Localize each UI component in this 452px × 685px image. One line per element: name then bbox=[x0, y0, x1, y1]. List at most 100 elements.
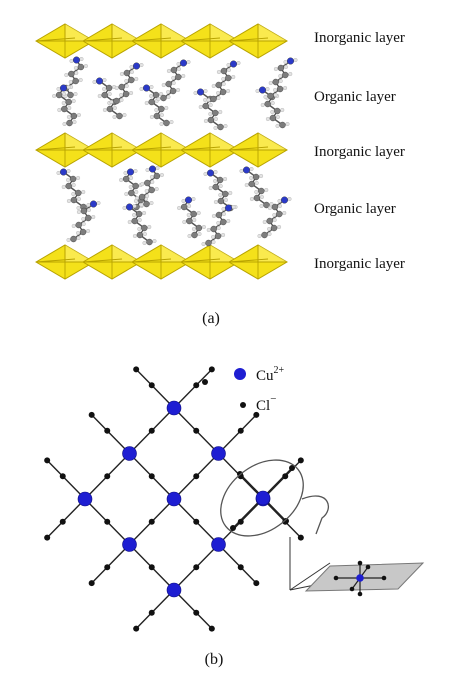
carbon-atom bbox=[253, 194, 261, 202]
hydrogen-atom bbox=[203, 88, 208, 93]
carbon-atom bbox=[77, 63, 85, 71]
cl-symbol: Cl bbox=[256, 398, 270, 414]
hydrogen-atom bbox=[66, 114, 71, 119]
nitrogen-atom bbox=[72, 56, 80, 64]
cu-charge: 2+ bbox=[274, 365, 285, 376]
hydrogen-atom bbox=[122, 112, 127, 117]
hydrogen-atom bbox=[67, 105, 72, 110]
octahedron-icon bbox=[228, 23, 288, 59]
hydrogen-atom bbox=[71, 223, 76, 228]
carbon-atom bbox=[106, 105, 114, 113]
chloride-atom-icon bbox=[193, 427, 200, 434]
chloride-atom-icon bbox=[44, 534, 51, 541]
octahedron-edge bbox=[180, 37, 221, 42]
cucl4-network bbox=[44, 366, 304, 632]
carbon-atom bbox=[113, 97, 120, 105]
nitrogen-atom bbox=[148, 165, 156, 173]
hydrogen-atom bbox=[231, 74, 236, 79]
hydrogen-atom bbox=[267, 205, 272, 210]
hydrogen-atom bbox=[83, 63, 88, 68]
hydrogen-atom bbox=[249, 166, 254, 171]
chloride-atom-icon bbox=[333, 575, 339, 581]
carbon-atom bbox=[190, 210, 197, 218]
carbon-atom bbox=[207, 116, 215, 124]
hydrogen-atom bbox=[76, 230, 81, 235]
carbon-atom bbox=[216, 176, 224, 184]
layer-label-2: Organic layer bbox=[314, 89, 396, 105]
hydrogen-atom bbox=[218, 109, 223, 114]
carbon-atom bbox=[276, 85, 284, 93]
chloride-atom-icon bbox=[193, 518, 200, 525]
hydrogen-atom bbox=[226, 63, 231, 68]
octahedron-edge bbox=[82, 37, 123, 42]
hydrogen-atom bbox=[272, 212, 277, 217]
chloride-atom-icon bbox=[88, 411, 95, 418]
copper-atom-icon bbox=[77, 491, 93, 507]
hydrogen-atom bbox=[69, 59, 74, 64]
carbon-atom bbox=[215, 211, 223, 219]
chloride-atom-icon bbox=[297, 534, 304, 541]
hydrogen-atom bbox=[66, 177, 71, 182]
hydrogen-atom bbox=[91, 214, 96, 219]
hydrogen-atom bbox=[186, 60, 191, 65]
hydrogen-atom bbox=[161, 82, 166, 87]
hydrogen-atom bbox=[124, 78, 129, 83]
chloride-atom-icon bbox=[133, 625, 140, 632]
hydrogen-atom bbox=[76, 175, 81, 180]
octahedron-highlight bbox=[65, 133, 94, 150]
carbon-atom bbox=[210, 225, 217, 233]
organic-chain bbox=[201, 204, 236, 247]
copper-atom-icon bbox=[211, 446, 226, 461]
carbon-atom bbox=[180, 203, 188, 211]
nitrogen-atom bbox=[287, 57, 295, 65]
hydrogen-atom bbox=[166, 89, 171, 94]
hydrogen-atom bbox=[270, 100, 275, 105]
octahedron-edge bbox=[82, 146, 123, 151]
hydrogen-atom bbox=[285, 121, 290, 126]
hydrogen-atom bbox=[66, 168, 71, 173]
carbon-atom bbox=[215, 81, 222, 89]
chloride-atom-icon bbox=[237, 427, 244, 434]
carbon-atom bbox=[282, 71, 289, 79]
chloride-atom-icon bbox=[59, 473, 66, 480]
hydrogen-atom bbox=[201, 241, 206, 246]
octahedron-highlight bbox=[258, 133, 287, 150]
hydrogen-atom bbox=[96, 200, 101, 205]
hydrogen-atom bbox=[231, 204, 236, 209]
hydrogen-atom bbox=[62, 121, 67, 126]
hydrogen-atom bbox=[213, 199, 218, 204]
carbon-atom bbox=[66, 119, 73, 127]
hydrogen-atom bbox=[192, 217, 197, 222]
hydrogen-atom bbox=[223, 176, 228, 181]
hydrogen-atom bbox=[73, 65, 78, 70]
hydrogen-atom bbox=[164, 105, 169, 110]
cu-symbol: Cu bbox=[256, 368, 274, 384]
carbon-atom bbox=[269, 114, 277, 122]
octahedron-highlight bbox=[161, 133, 190, 150]
chloride-atom-icon bbox=[208, 366, 215, 373]
hydrogen-atom bbox=[221, 206, 226, 211]
hydrogen-atom bbox=[191, 196, 196, 201]
hydrogen-atom bbox=[221, 232, 226, 237]
carbon-atom bbox=[136, 231, 144, 239]
hydrogen-atom bbox=[133, 168, 138, 173]
carbon-atom bbox=[170, 66, 178, 74]
chloride-atom-icon bbox=[381, 575, 387, 581]
hydrogen-atom bbox=[72, 119, 77, 124]
hydrogen-atom bbox=[275, 114, 280, 119]
carbon-atom bbox=[116, 112, 123, 120]
carbon-atom bbox=[248, 180, 255, 188]
chloride-atom-icon bbox=[148, 382, 155, 389]
hydrogen-atom bbox=[127, 219, 132, 224]
hydrogen-atom bbox=[132, 233, 137, 238]
chloride-atom-icon bbox=[193, 473, 200, 480]
nitrogen-atom bbox=[60, 84, 68, 92]
hydrogen-atom bbox=[86, 228, 91, 233]
carbon-atom bbox=[217, 123, 224, 131]
nitrogen-atom bbox=[132, 62, 140, 70]
organic-chain bbox=[59, 56, 88, 99]
nitrogen-atom bbox=[259, 86, 267, 94]
hydrogen-atom bbox=[249, 175, 254, 180]
hydrogen-atom bbox=[198, 104, 203, 109]
